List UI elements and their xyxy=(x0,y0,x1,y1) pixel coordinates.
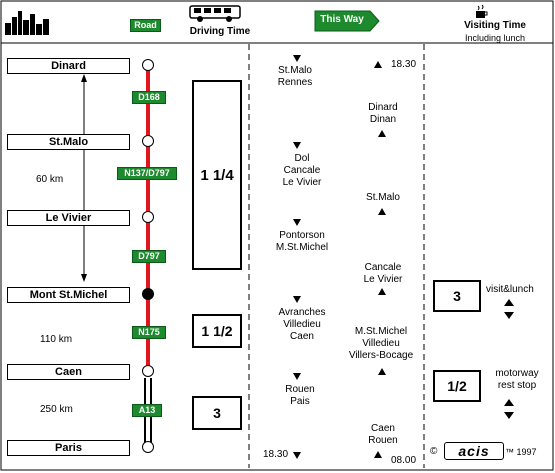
coffee-cup-icon xyxy=(476,4,488,18)
up-triangle-icon xyxy=(378,368,386,375)
visiting-time-header: Visiting Time xyxy=(464,20,526,31)
time-bottom-left: 18.30 xyxy=(263,449,289,460)
down-triangle-icon xyxy=(293,296,301,303)
road-sign-d797: D797 xyxy=(132,250,166,263)
this-way-label: This Way xyxy=(320,14,364,25)
up-triangle-icon xyxy=(374,451,382,458)
driving-time-box-1: 1 1/4 xyxy=(192,80,242,270)
southbound-stop-1: St.Malo Rennes xyxy=(277,65,313,88)
tm-year: ™ 1997 xyxy=(505,447,537,457)
town-st-malo: St.Malo xyxy=(7,134,130,150)
time-bottom-right: 08.00 xyxy=(391,455,417,466)
road-sign-a13: A13 xyxy=(132,404,162,417)
town-dinard: Dinard xyxy=(7,58,130,74)
road-sign-d168: D168 xyxy=(132,91,166,104)
visiting-time-sub: Including lunch xyxy=(464,33,526,43)
city-skyline-icon xyxy=(5,11,49,35)
visit-box-1: 3 xyxy=(433,280,481,312)
down-triangle-icon xyxy=(293,219,301,226)
stop-circle xyxy=(142,365,154,377)
road-legend-sign: Road xyxy=(130,19,161,32)
northbound-stop-5: Caen Rouen xyxy=(368,423,398,446)
road-sign-n137-d797: N137/D797 xyxy=(117,167,177,180)
southbound-stop-3: Pontorson M.St.Michel xyxy=(275,230,329,253)
up-triangle-icon xyxy=(378,130,386,137)
driving-time-header: Driving Time xyxy=(189,26,251,37)
stop-circle xyxy=(142,441,154,453)
visit-box-2: 1/2 xyxy=(433,370,481,402)
time-top: 18.30 xyxy=(391,59,417,70)
driving-time-box-2: 1 1/2 xyxy=(192,314,242,348)
arrow-head-down-icon xyxy=(81,274,87,282)
distance-2: 110 km xyxy=(40,334,73,345)
northbound-stop-2: St.Malo xyxy=(366,192,400,203)
stop-circle xyxy=(142,59,154,71)
stop-circle xyxy=(142,211,154,223)
visit-label-1: visit&lunch xyxy=(486,284,534,295)
bus-icon xyxy=(189,5,241,22)
up-triangle-icon xyxy=(378,288,386,295)
road-sign-n175: N175 xyxy=(132,326,166,339)
arrow-head-up-icon xyxy=(81,74,87,82)
southbound-stop-4: Avranches Villedieu Caen xyxy=(278,307,326,342)
copyright-symbol: © xyxy=(430,446,438,457)
town-caen: Caen xyxy=(7,364,130,380)
distance-1: 60 km xyxy=(36,174,64,185)
down-triangle-icon xyxy=(293,55,301,62)
northbound-stop-3: Cancale Le Vivier xyxy=(363,262,403,285)
town-le-vivier: Le Vivier xyxy=(7,210,130,226)
southbound-stop-2: Dol Cancale Le Vivier xyxy=(282,153,322,188)
distance-3: 250 km xyxy=(40,404,73,415)
southbound-stop-5: Rouen Pais xyxy=(285,384,315,407)
town-mont-st-michel: Mont St.Michel xyxy=(7,287,130,303)
down-triangle-icon xyxy=(293,142,301,149)
this-way-arrow-icon xyxy=(314,10,380,32)
updown-arrows-icon xyxy=(504,299,514,319)
updown-arrows-icon xyxy=(504,399,514,419)
driving-time-box-3: 3 xyxy=(192,396,242,430)
stop-circle xyxy=(142,135,154,147)
acis-logo: acis xyxy=(444,442,504,460)
up-triangle-icon xyxy=(378,208,386,215)
northbound-stop-4: M.St.Michel Villedieu Villers-Bocage xyxy=(348,326,414,361)
stop-circle-highlight xyxy=(142,288,154,300)
up-triangle-icon xyxy=(374,61,382,68)
down-triangle-icon xyxy=(293,373,301,380)
down-triangle-icon xyxy=(293,452,301,459)
visit-label-2: motorway rest stop xyxy=(495,368,539,391)
town-paris: Paris xyxy=(7,440,130,456)
northbound-stop-1: Dinard Dinan xyxy=(368,102,398,125)
